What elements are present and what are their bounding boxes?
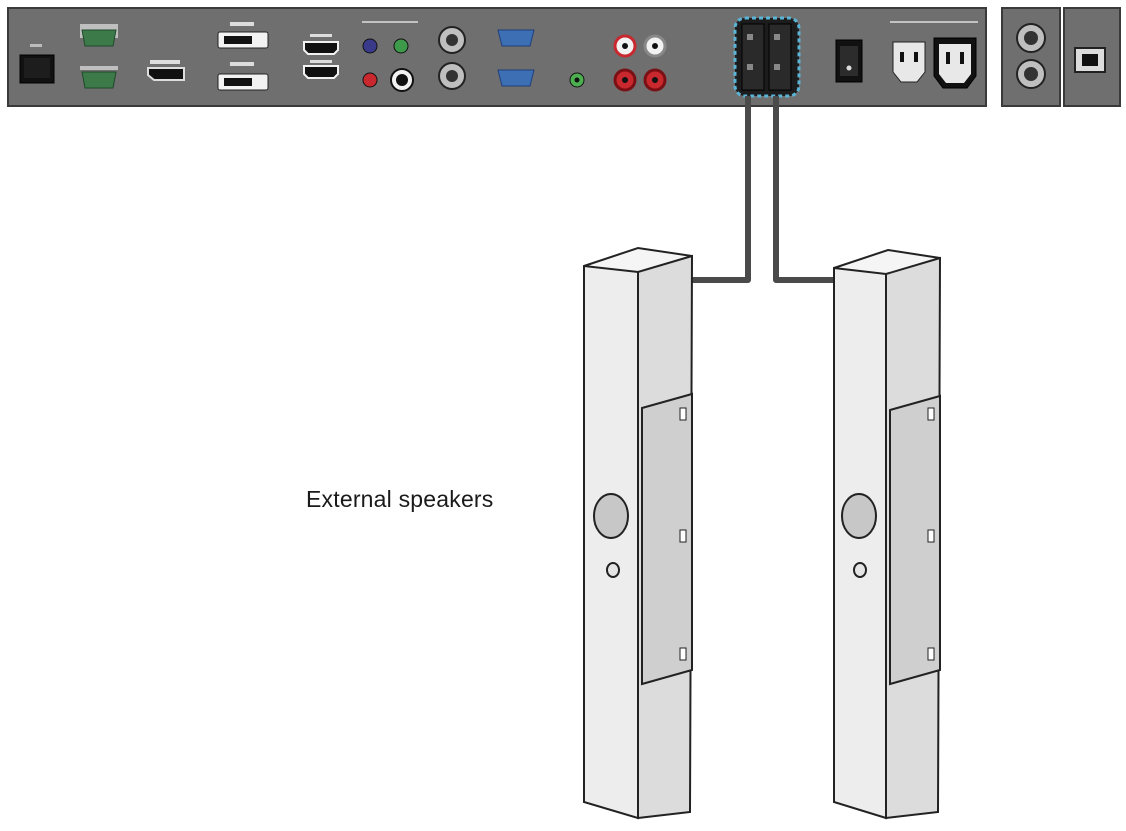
panel-side-module-a <box>1001 7 1061 107</box>
speaker-right-port <box>853 562 867 578</box>
usb-port-icon <box>1074 47 1106 73</box>
speaker-icon <box>833 248 942 820</box>
side-bnc-connector-icon <box>1016 23 1046 89</box>
ac-inlet-icon <box>890 21 978 89</box>
speaker-left-bracket-slot <box>679 647 687 661</box>
speaker-right-bracket-slot <box>927 529 935 543</box>
speaker-left-bracket-slot <box>679 529 687 543</box>
dvi-port-icon <box>217 22 269 91</box>
speaker-left-bracket-slot <box>679 407 687 421</box>
cable-icon <box>773 96 836 283</box>
speaker-left-grille <box>641 392 693 686</box>
displayport-icon <box>147 60 185 81</box>
svideo-jack-icon <box>390 68 414 92</box>
power-switch-icon <box>835 39 863 83</box>
speaker-right-bracket-slot <box>927 647 935 661</box>
speaker-right-driver <box>841 493 877 539</box>
ethernet-port-icon <box>19 44 55 84</box>
audio-jack-icon <box>569 72 585 88</box>
external-speakers-label: External speakers <box>306 486 494 512</box>
speaker-right-bracket-slot <box>927 407 935 421</box>
speaker-terminal-icon <box>733 16 801 98</box>
speaker-right-front-face <box>833 260 887 820</box>
speaker-left-top <box>583 246 693 274</box>
panel-main-body <box>7 7 987 107</box>
speaker-icon <box>583 246 694 820</box>
speaker-left-port <box>606 562 620 578</box>
component-jack-icon <box>362 21 418 88</box>
vga-port-icon <box>497 29 535 87</box>
speaker-right-grille <box>889 394 941 686</box>
speaker-cables <box>692 96 836 283</box>
speaker-right-top <box>833 248 941 276</box>
speaker-left-driver <box>593 493 629 539</box>
hdmi-port-icon <box>303 34 339 79</box>
cable-icon <box>692 96 751 283</box>
display-rear-panel <box>7 7 1121 107</box>
serial-port-icon <box>80 24 118 89</box>
rca-jack-icon <box>613 34 667 92</box>
bnc-connector-icon <box>438 26 466 90</box>
